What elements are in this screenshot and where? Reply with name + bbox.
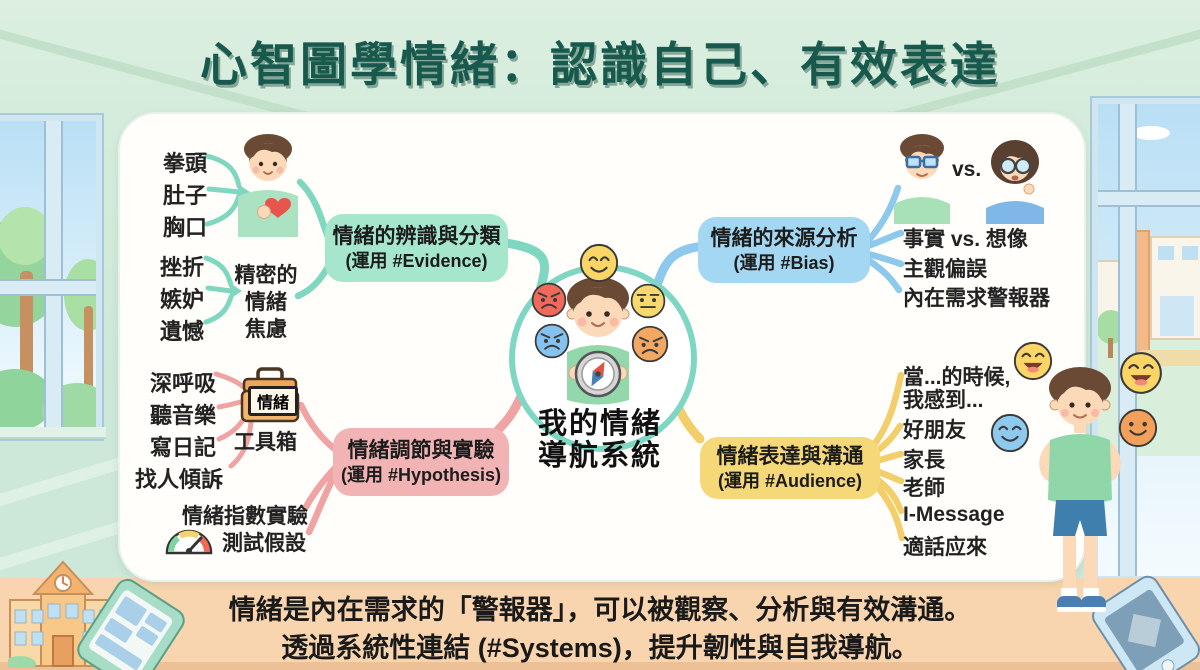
- tree-trunk-icon: [1108, 338, 1113, 358]
- page-title: 心智圖學情緒：認識自己、有效表達: [200, 38, 1000, 91]
- boy-heart-illustration: [238, 134, 298, 237]
- branch-subtitle: (運用 #Evidence): [345, 251, 488, 271]
- building-door: [1160, 296, 1194, 336]
- branch-subtitle: (運用 #Bias): [733, 253, 835, 273]
- tree-canopy-icon: [0, 207, 52, 265]
- building-window: [1158, 246, 1174, 260]
- imagine-girl-illustration: [986, 140, 1044, 224]
- hub-title-line1: 我的情緒: [537, 408, 662, 440]
- regulate-method-item: 聽音樂: [150, 403, 217, 428]
- branch-box-identify: 情緒的辨識與分類 (運用 #Evidence): [325, 214, 508, 282]
- fact-boy-illustration: [894, 134, 950, 224]
- emoji-upset-orange-icon: [631, 325, 669, 363]
- window-frame-bar: [1098, 190, 1200, 207]
- emoji-neutral-icon: [630, 283, 666, 319]
- express-item: 我感到...: [903, 389, 984, 412]
- hub-boy-compass-illustration: [566, 277, 630, 405]
- toolbox-caption: 工具箱: [234, 431, 297, 454]
- emoji-happy-icon: [579, 243, 619, 283]
- branch-box-regulate: 情緒調節與實驗 (運用 #Hypothesis): [333, 428, 509, 496]
- building-window: [1182, 246, 1198, 260]
- branch-title: 情緒調節與實驗: [347, 439, 495, 462]
- vs-label: vs.: [952, 158, 982, 181]
- express-item: I-Message: [903, 503, 1005, 526]
- tree-trunk-icon: [84, 306, 93, 401]
- identify-body-item: 拳頭: [163, 151, 208, 176]
- cloud-icon: [1132, 126, 1170, 140]
- identify-body-item: 胸口: [163, 215, 208, 240]
- express-item: 當...的時候,: [903, 366, 1011, 389]
- emoji-laugh-icon: [1120, 352, 1162, 394]
- window-frame-bar: [44, 121, 63, 433]
- source-item: 主觀偏誤: [903, 258, 987, 281]
- emoji-laugh-icon: [1013, 341, 1053, 381]
- left-window: [0, 115, 102, 439]
- footer-line1: 情緒是內在需求的「警報器」，可以被觀察、分析與有效溝通。: [228, 595, 972, 625]
- window-frame-bar: [0, 279, 96, 296]
- express-item: 適話应來: [903, 536, 987, 559]
- standing-boy-illustration: [1039, 367, 1121, 612]
- fine-emotion-line: 精密的: [234, 264, 298, 287]
- emoji-smile-orange-icon: [1118, 408, 1158, 448]
- branch-title: 情緒的辨識與分類: [332, 225, 501, 248]
- regulate-method-item: 寫日記: [150, 435, 217, 460]
- identify-trigger-item: 嫉妒: [160, 287, 205, 312]
- emoji-smile-blue-icon: [990, 413, 1030, 453]
- fine-emotion-line: 焦慮: [245, 318, 287, 341]
- identify-body-item: 肚子: [163, 183, 208, 208]
- branch-box-source: 情緒的來源分析 (運用 #Bias): [698, 217, 870, 283]
- right-window: [1092, 98, 1200, 582]
- branch-subtitle: (運用 #Audience): [717, 471, 863, 491]
- window-sill: [0, 427, 106, 439]
- window-frame-bar: [1118, 104, 1137, 576]
- branch-box-express: 情緒表達與溝通 (運用 #Audience): [700, 437, 880, 499]
- express-item: 家長: [903, 449, 945, 472]
- gauge-icon: [165, 529, 213, 555]
- source-item: 內在需求警報器: [903, 287, 1050, 310]
- regulate-experiment-item: 情緒指數實驗: [182, 505, 308, 528]
- identify-trigger-item: 遺憾: [160, 319, 205, 344]
- floor: [0, 578, 1200, 670]
- floor-edge: [0, 662, 1200, 670]
- toolbox-label: 情緒: [248, 386, 298, 416]
- express-item: 老師: [903, 477, 945, 500]
- source-item: 事實 vs. 想像: [903, 228, 1028, 251]
- branch-subtitle: (運用 #Hypothesis): [340, 465, 502, 485]
- regulate-method-item: 深呼吸: [150, 371, 217, 396]
- main-panel: [118, 112, 1086, 582]
- fine-emotion-line: 情緒: [245, 291, 287, 314]
- emoji-sad-blue-icon: [534, 323, 570, 359]
- hub-title-line2: 導航系統: [537, 440, 662, 472]
- branch-title: 情緒表達與溝通: [716, 445, 864, 468]
- identify-trigger-item: 挫折: [160, 255, 205, 280]
- regulate-experiment-item: 測試假設: [222, 532, 306, 555]
- regulate-method-item: 找人傾訴: [135, 467, 224, 492]
- footer-line2: 透過系統性連結 (#Systems)，提升韌性與自我導航。: [281, 633, 919, 663]
- express-item: 好朋友: [903, 419, 966, 442]
- branch-title: 情緒的來源分析: [710, 227, 858, 250]
- emoji-angry-red-icon: [531, 282, 567, 318]
- fine-emotion-stack: 精密的 情緒 焦慮: [230, 262, 302, 343]
